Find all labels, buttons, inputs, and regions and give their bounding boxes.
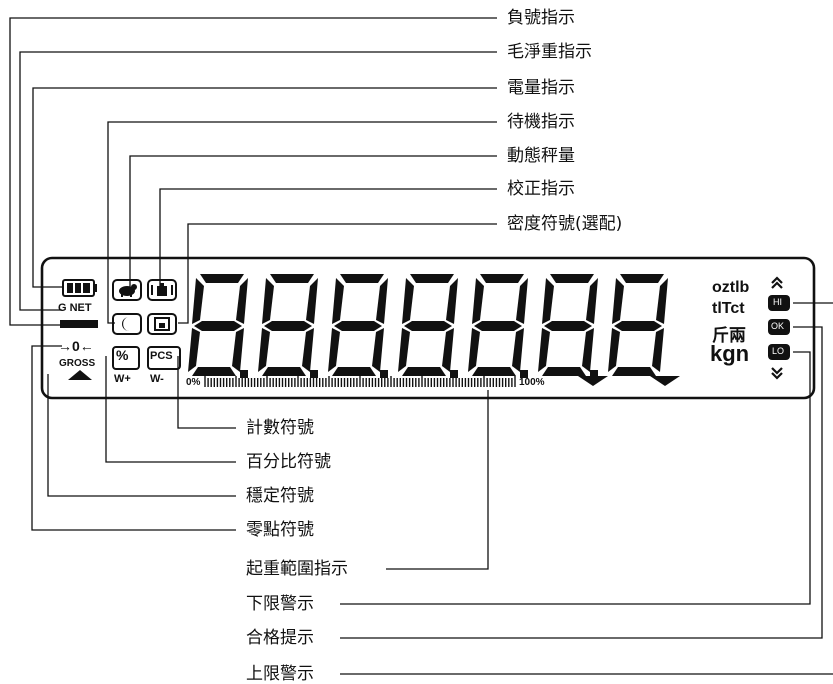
digit-5 [468,274,528,376]
w-plus-text: W+ [114,373,131,385]
hi-indicator: HI [768,295,790,311]
decimal-point-4 [450,370,458,378]
decimal-point-1 [240,370,248,378]
g-net-indicator: G NET [58,302,92,314]
lo-text: LO [772,346,785,356]
density-icon [147,313,177,335]
units-oz-tl-lb: oztlb [712,279,750,296]
lo-indicator: LO [768,344,790,360]
bar-start-label: 0% [186,377,201,388]
label-stable-symbol: 穩定符號 [246,486,314,506]
stable-triangle-icon [68,370,92,380]
label-calibration-indicator: 校正指示 [507,179,575,199]
chevron-down-icon [771,367,783,380]
decimal-point-6 [590,370,598,378]
pcs-box [147,346,181,370]
digit-2 [258,274,318,376]
label-gross-net-indicator: 毛淨重指示 [507,42,592,62]
percent-symbol: % [116,347,129,363]
digit-3 [328,274,388,376]
digit-6 [538,274,598,376]
label-high-limit-warning: 上限警示 [246,664,314,684]
label-percent-symbol: 百分比符號 [246,452,331,472]
standby-moon-icon [112,313,142,335]
hi-text: HI [773,297,782,307]
units-jin-liang: 斤兩 [712,326,746,345]
label-low-limit-warning: 下限警示 [246,594,314,614]
down-arrow-1 [578,376,608,386]
label-density-symbol: 密度符號(選配) [507,214,623,234]
down-arrow-2 [650,376,680,386]
label-standby-indicator: 待機指示 [507,112,575,132]
label-count-symbol: 計數符號 [246,418,314,438]
bar-end-label: 100% [519,377,545,388]
seven-segment-display [188,274,680,386]
chevron-up-icon [771,276,783,289]
label-zero-symbol: 零點符號 [246,520,314,540]
digit-7 [608,274,668,376]
ok-text: OK [771,321,785,331]
label-weighing-range-indicator: 起重範圍指示 [246,559,348,579]
w-minus-text: W- [150,373,164,385]
pcs-symbol: PCS [150,350,173,362]
label-battery-indicator: 電量指示 [507,78,575,98]
decimal-point-3 [380,370,388,378]
gross-text: GROSS [59,358,96,369]
negative-sign-bar [60,320,98,328]
units-kg-n: kgn [710,341,750,366]
calibration-icon [147,279,177,301]
battery-icon [62,279,97,297]
label-negative-indicator: 負號指示 [507,8,575,28]
percent-box [112,346,140,370]
zero-indicator: →0← [58,338,94,354]
units-tl-t-ct: tlTct [712,300,745,317]
decimal-point-2 [310,370,318,378]
dynamic-weighing-icon [112,279,142,301]
digit-1 [188,274,248,376]
decimal-point-5 [520,370,528,378]
weighing-range-bar [204,376,516,387]
digit-4 [398,274,458,376]
label-dynamic-weighing: 動態秤量 [507,146,575,166]
label-pass-indicator: 合格提示 [246,628,314,648]
ok-indicator: OK [768,319,790,335]
